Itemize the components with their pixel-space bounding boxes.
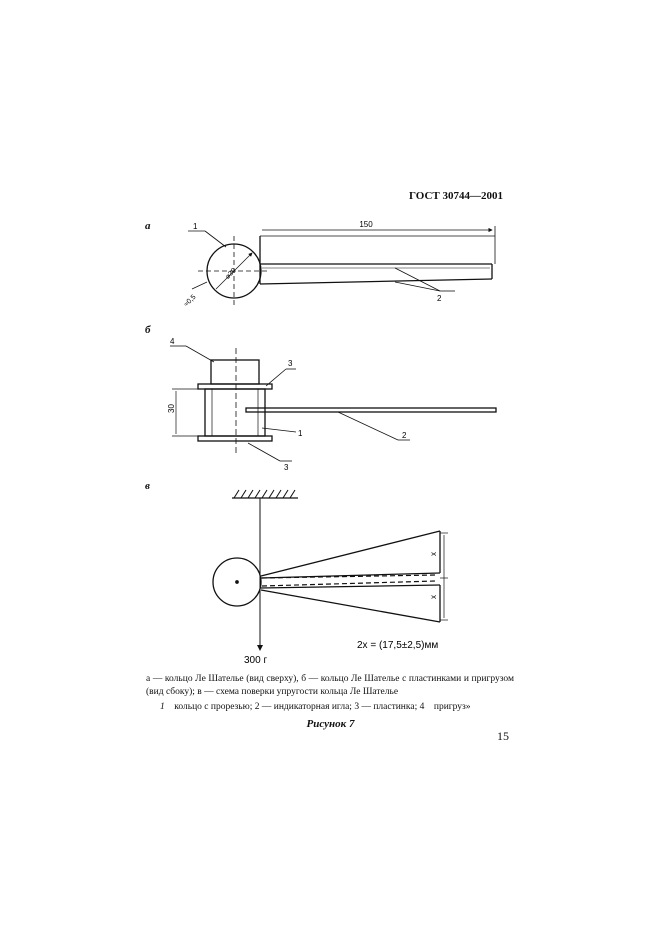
height-30-label: 30 <box>167 404 176 413</box>
callout-b-3-top: 3 <box>288 359 293 368</box>
callout-2-leader-b <box>394 281 441 292</box>
page-number: 15 <box>497 729 509 743</box>
callout-1b-leader <box>261 427 297 433</box>
legend-text: кольцо с прорезью; 2 — индикаторная игла… <box>174 702 425 712</box>
needle-side <box>245 407 497 413</box>
figure-v-elasticity-scheme <box>212 489 448 651</box>
callout-b-4: 4 <box>170 337 175 346</box>
callout-1-leader <box>204 230 227 248</box>
callout-2b-leader <box>337 411 399 441</box>
callout-4-leader <box>185 345 215 363</box>
callout-3-top-leader <box>265 368 287 387</box>
needle-bottom-edge <box>259 278 493 285</box>
callout-2-leader-a <box>394 267 441 292</box>
figure-a-top-view <box>188 226 496 306</box>
x-bottom-label: x <box>429 595 438 599</box>
sublabel-b: б <box>145 324 151 336</box>
callout-3-bottom-leader <box>247 442 281 462</box>
diameter-line <box>215 252 253 290</box>
gap-label: ≈0,5 <box>183 294 198 309</box>
plate-bottom <box>197 435 273 442</box>
needle-lower-bottom <box>260 589 441 623</box>
sublabel-a: а <box>145 220 151 232</box>
formula-label: 2x = (17,5±2,5)мм <box>357 640 438 651</box>
ring-v <box>212 557 262 607</box>
x-top-label: x <box>429 552 438 556</box>
legend-number-1: 1 <box>160 702 165 712</box>
dim-150-label: 150 <box>359 220 373 229</box>
technical-figure: 150 1 2 ⌀30 ≈0,5 4 3 1 2 3 30 <box>167 220 497 666</box>
figure-title: Рисунок 7 <box>306 718 355 730</box>
callout-b-2: 2 <box>402 431 407 440</box>
figure-caption-legend: 1 кольцо с прорезью; 2 — индикаторная иг… <box>160 702 520 712</box>
needle-upper-top <box>260 530 441 577</box>
document-header: ГОСТ 30744—2001 <box>409 190 503 202</box>
callout-a-1: 1 <box>193 222 198 231</box>
plate-top <box>197 383 273 390</box>
weight-label: 300 г <box>244 655 267 666</box>
sublabel-v: в <box>145 480 150 492</box>
callout-b-1: 1 <box>298 429 303 438</box>
figure-b-side-view <box>170 345 497 462</box>
callout-a-2: 2 <box>437 294 442 303</box>
legend-text-end: пригруз» <box>433 702 471 712</box>
callout-b-3-bottom: 3 <box>284 463 289 472</box>
weight-block <box>210 359 260 385</box>
figure-caption-main: а — кольцо Ле Шателье (вид сверху), б — … <box>146 674 514 697</box>
needle-lower-top <box>260 584 441 589</box>
